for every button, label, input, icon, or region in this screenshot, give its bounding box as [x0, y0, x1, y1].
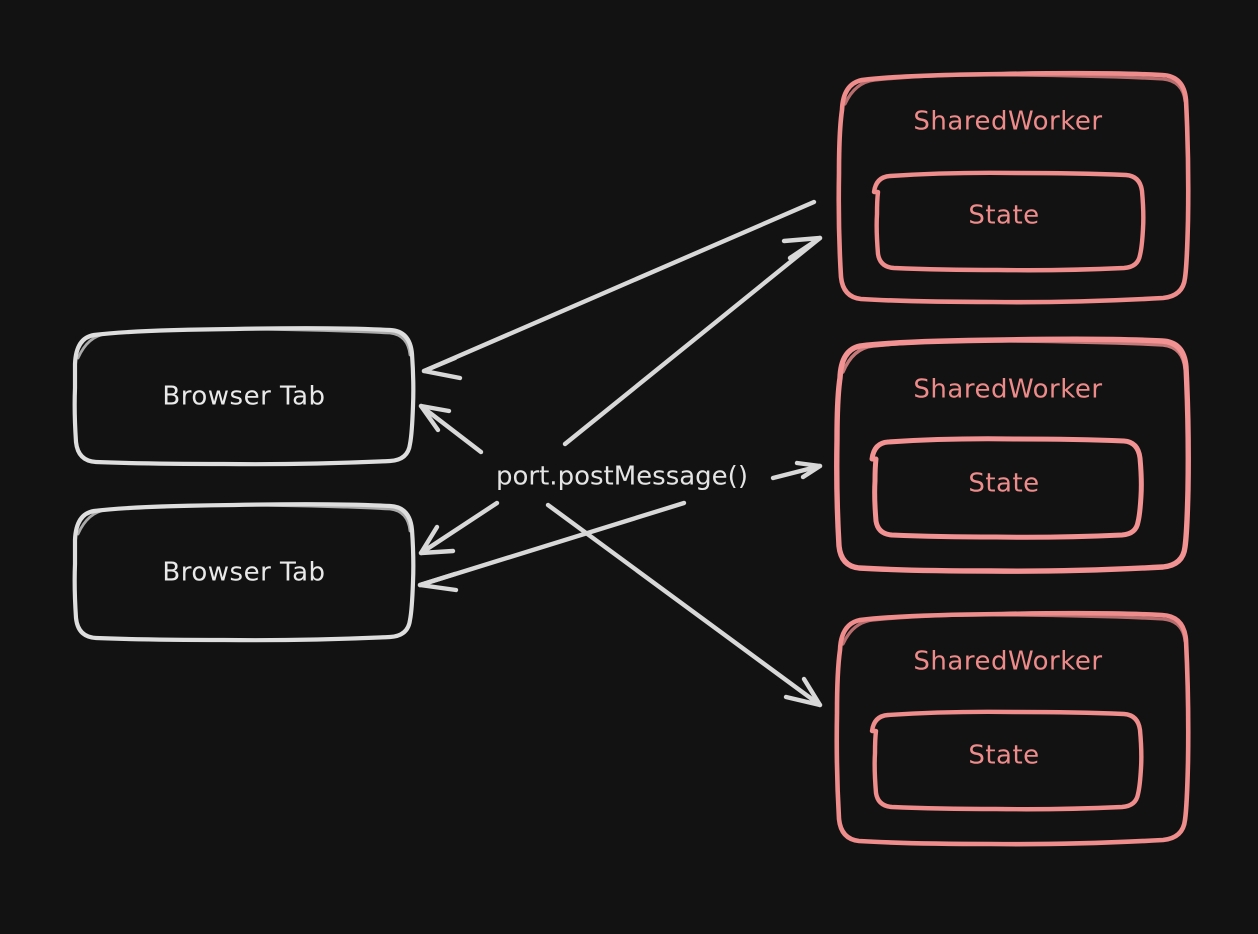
arrow-hub-to-worker1-head	[781, 235, 823, 261]
browser-tab-node-2[interactable]: Browser Tab	[72, 502, 416, 643]
shared-worker-node-3[interactable]: SharedWorker State	[834, 610, 1191, 847]
browser-tab-node-1[interactable]: Browser Tab	[72, 326, 416, 467]
arrow-hub-to-worker3	[545, 502, 823, 708]
arrow-hub-to-worker1	[562, 235, 823, 447]
arrow-worker1-to-tab1-line	[421, 199, 817, 374]
arrow-worker2-to-tab2-line	[417, 500, 687, 588]
arrow-hub-to-tab1-line	[418, 403, 484, 455]
shared-worker-3-state-border	[869, 709, 1144, 812]
arrow-hub-to-tab2-line	[418, 500, 500, 556]
browser-tab-2-sketch-pass	[76, 503, 412, 536]
shared-worker-2-state-label: State	[968, 469, 1039, 499]
edge-label-post-message: port.postMessage()	[496, 462, 748, 492]
arrow-hub-to-tab2	[418, 500, 500, 556]
browser-tab-1-sketch-pass	[76, 327, 412, 360]
arrow-worker2-to-tab2	[417, 500, 687, 593]
shared-worker-2-state-border	[869, 436, 1144, 540]
browser-tab-2-label: Browser Tab	[162, 558, 325, 588]
arrow-hub-to-worker2-line	[770, 463, 823, 481]
shared-worker-3-outer-sketch-pass	[841, 613, 1187, 646]
shared-worker-1-state-border	[871, 170, 1146, 273]
browser-tab-1-label: Browser Tab	[162, 382, 325, 412]
shared-worker-3-state-label: State	[968, 741, 1039, 771]
arrow-worker1-to-tab1	[421, 199, 817, 381]
arrow-hub-to-worker3-head	[783, 676, 823, 708]
arrow-hub-to-worker2	[770, 460, 823, 481]
arrow-hub-to-tab1-head	[418, 403, 452, 433]
arrow-hub-to-worker3-line	[545, 502, 823, 708]
arrow-hub-to-tab2-head	[418, 524, 456, 556]
shared-worker-1-state-label: State	[968, 201, 1039, 231]
arrow-worker2-to-tab2-head	[417, 571, 459, 593]
shared-worker-1-outer-sketch-pass	[843, 73, 1187, 106]
shared-worker-node-2[interactable]: SharedWorker State	[834, 336, 1191, 574]
shared-worker-3-title: SharedWorker	[913, 647, 1102, 677]
arrow-hub-to-tab1	[418, 403, 484, 455]
arrow-worker1-to-tab1-head	[421, 355, 463, 381]
shared-worker-1-title: SharedWorker	[913, 107, 1102, 137]
shared-worker-2-title: SharedWorker	[913, 375, 1102, 405]
arrow-hub-to-worker1-line	[562, 235, 823, 447]
shared-worker-2-outer-sketch-pass	[841, 339, 1187, 374]
shared-worker-node-1[interactable]: SharedWorker State	[836, 70, 1191, 305]
arrow-hub-to-worker2-head	[794, 460, 823, 480]
